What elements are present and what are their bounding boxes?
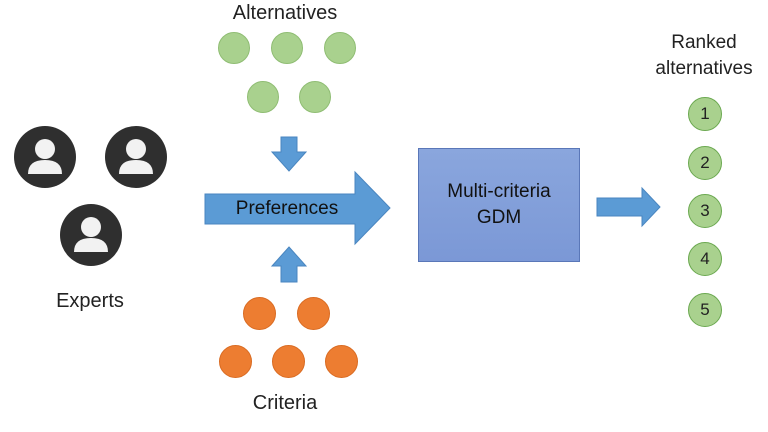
up-arrow-icon <box>270 246 308 283</box>
alternative-circle <box>247 81 279 113</box>
expert-person-icon <box>60 204 122 266</box>
rank-badge: 1 <box>688 97 722 131</box>
criterion-circle <box>219 345 252 378</box>
criteria-title: Criteria <box>252 392 318 414</box>
gdm-line2: GDM <box>476 207 522 228</box>
ranked-title-line1: Ranked <box>671 32 737 53</box>
ranked-title-line2: alternatives <box>655 58 753 79</box>
expert-person-icon <box>105 126 167 188</box>
alternative-circle <box>218 32 250 64</box>
criterion-circle <box>297 297 330 330</box>
criterion-circle <box>325 345 358 378</box>
rank-badge: 5 <box>688 293 722 327</box>
alternatives-title: Alternatives <box>232 2 338 24</box>
output-arrow-icon <box>596 186 661 228</box>
ranked-title: Ranked alternatives <box>640 30 768 82</box>
down-arrow-icon <box>270 136 308 172</box>
rank-badge: 3 <box>688 194 722 228</box>
criterion-circle <box>243 297 276 330</box>
experts-title: Experts <box>56 290 124 312</box>
rank-badge: 4 <box>688 242 722 276</box>
rank-badge: 2 <box>688 146 722 180</box>
gdm-box: Multi-criteria GDM <box>418 148 580 262</box>
alternative-circle <box>324 32 356 64</box>
criterion-circle <box>272 345 305 378</box>
alternative-circle <box>299 81 331 113</box>
alternative-circle <box>271 32 303 64</box>
expert-person-icon <box>14 126 76 188</box>
preferences-label: Preferences <box>235 198 339 219</box>
gdm-line1: Multi-criteria <box>447 181 551 202</box>
preferences-arrow-icon <box>204 170 391 246</box>
